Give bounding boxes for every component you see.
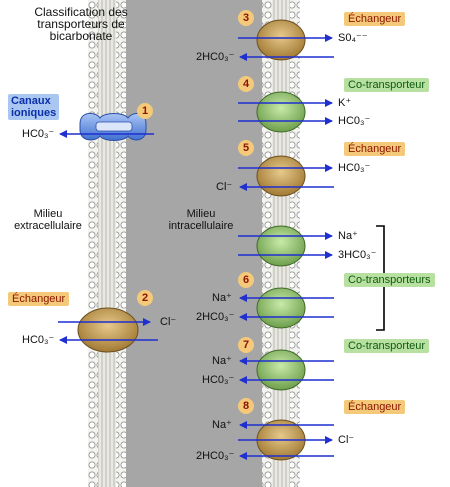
extracellular-label: Milieu extracellulaire — [14, 208, 82, 232]
ion-label-7-na: Na⁺ — [212, 355, 232, 367]
cotransporter-6-upper — [256, 225, 306, 267]
ion-label-8-na: Na⁺ — [212, 419, 232, 431]
diagram-title: Classification des transporteurs de bica… — [34, 5, 128, 43]
ion-label-8-hco3: 2HC0₃⁻ — [196, 450, 235, 462]
tag-exchanger-3: Échangeur — [344, 12, 406, 26]
ion-label-6-na-in: Na⁺ — [212, 292, 232, 304]
ion-label-8-cl: Cl⁻ — [338, 434, 355, 446]
cotransporter-4 — [256, 91, 306, 133]
intracellular-label: Milieu intracellulaire — [168, 208, 234, 232]
ion-channels-label: Canaux ioniques — [8, 94, 60, 120]
ion-label-3-so4: S0₄⁻⁻ — [338, 32, 368, 44]
ion-label-2-hco3: HC0₃⁻ — [22, 334, 55, 346]
ion-label-6-hco3-out: 3HC0₃⁻ — [338, 249, 377, 261]
number-badge-1: 1 — [137, 103, 153, 119]
ion-label-5-cl: Cl⁻ — [216, 181, 233, 193]
number-badge-5: 5 — [238, 140, 254, 156]
tag-cotransporter-4: Co-transporteur — [344, 78, 430, 92]
ion-label-6-na-out: Na⁺ — [338, 230, 358, 242]
number-badge-2: 2 — [137, 290, 153, 306]
number-badge-4: 4 — [238, 76, 254, 92]
number-badge-7: 7 — [238, 337, 254, 353]
tag-exchanger-5: Échangeur — [344, 142, 406, 156]
tag-cotransporters-6: Co-transporteurs — [344, 273, 435, 287]
ion-label-5-hco3: HC0₃⁻ — [338, 162, 371, 174]
tag-exchanger-2: Échangeur — [8, 292, 70, 306]
left-membrane — [88, 0, 126, 487]
exchanger-2 — [77, 307, 139, 353]
number-badge-8: 8 — [238, 398, 254, 414]
tag-cotransporter-7: Co-transporteur — [344, 339, 430, 353]
exchanger-5 — [256, 155, 306, 197]
ion-label-2-cl: Cl⁻ — [160, 316, 177, 328]
ion-label-4-k: K⁺ — [338, 97, 352, 109]
cotransporter-7 — [256, 349, 306, 391]
ion-channel-1 — [79, 113, 147, 141]
number-badge-3: 3 — [238, 10, 254, 26]
cotransporter-6-lower — [256, 287, 306, 329]
exchanger-3 — [256, 19, 306, 61]
tag-exchanger-8: Échangeur — [344, 400, 406, 414]
transport-arrows — [58, 34, 334, 460]
intracellular-band — [126, 0, 262, 487]
ion-label-1: HC0₃⁻ — [22, 128, 55, 140]
ion-label-4-hco3: HC0₃⁻ — [338, 115, 371, 127]
ion-label-6-hco3-in: 2HC0₃⁻ — [196, 311, 235, 323]
number-badge-6: 6 — [238, 272, 254, 288]
ion-label-3-hco3: 2HC0₃⁻ — [196, 51, 235, 63]
ion-label-7-hco3: HC0₃⁻ — [202, 374, 235, 386]
